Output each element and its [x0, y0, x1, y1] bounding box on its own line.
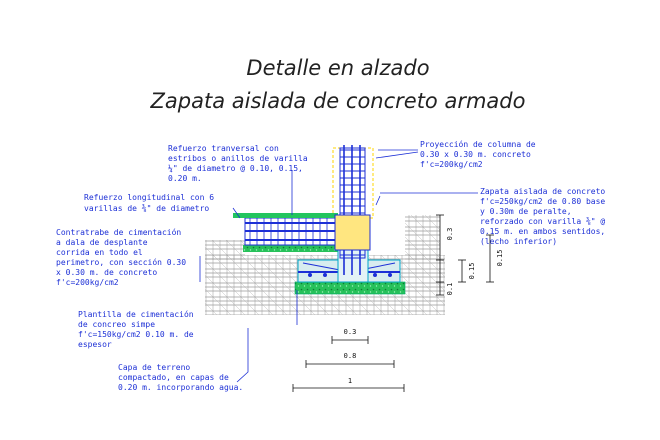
bottom-dimensions	[292, 336, 405, 392]
beam-stirrups	[249, 218, 328, 245]
title-line-1: Detalle en alzado	[246, 56, 429, 80]
note-refuerzo-transversal: Refuerzo tranversal con estribos o anill…	[168, 144, 313, 183]
dim-vertical-0-15-b: 0.15	[496, 250, 504, 267]
dim-vertical-0-15-a: 0.15	[468, 263, 476, 280]
note-capa-terreno: Capa de terreno compactado, en capas de …	[118, 363, 243, 392]
vertical-dimensions	[436, 214, 494, 296]
note-plantilla: Plantilla de cimentación de concreo simp…	[78, 309, 198, 349]
note-contratrabe: Contratrabe de cimentación a dala de des…	[56, 227, 191, 287]
dim-bottom-0-3: 0.3	[344, 328, 357, 336]
note-proyeccion-columna: Proyección de columna de 0.30 x 0.30 m. …	[420, 139, 540, 169]
title-line-2: Zapata aislada de concreto armado	[150, 89, 526, 113]
leader-lines	[199, 151, 419, 383]
dim-vertical-0-3: 0.3	[446, 228, 454, 241]
contratrabe-beam	[233, 213, 371, 251]
note-refuerzo-longitudinal: Refuerzo longitudinal con 6 varillas de …	[84, 193, 219, 213]
dim-vertical-0-1: 0.1	[446, 283, 454, 296]
plantilla-contratrabe	[243, 245, 338, 252]
dim-bottom-1: 1	[348, 377, 352, 385]
note-zapata: Zapata aislada de concreto f'c=250kg/cm2…	[480, 187, 610, 246]
plantilla-concreto	[294, 281, 406, 295]
dim-bottom-0-8: 0.8	[344, 352, 357, 360]
